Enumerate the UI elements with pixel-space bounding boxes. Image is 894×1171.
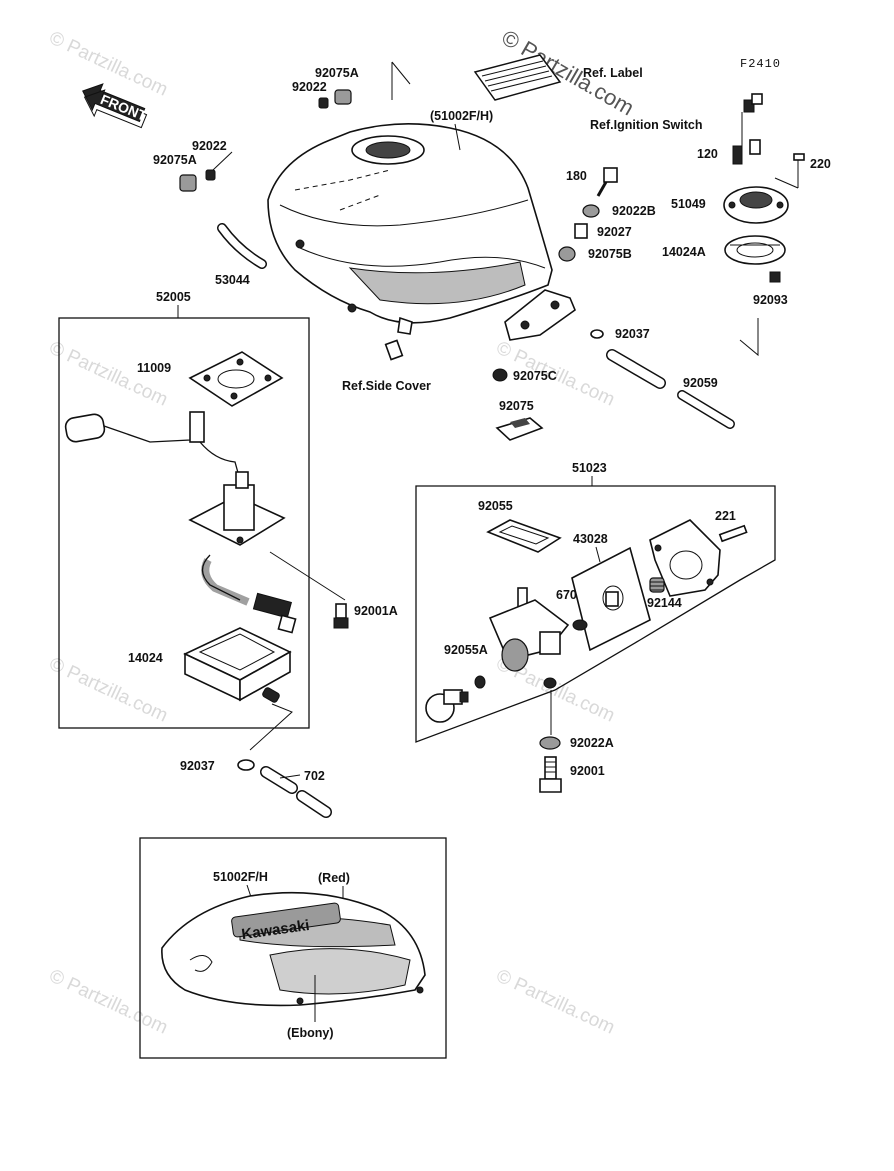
label-702: 702 xyxy=(304,769,325,783)
label-ref-ignition-switch: Ref.Ignition Switch xyxy=(590,118,703,132)
watermark: © Partzilla.com xyxy=(493,965,618,1038)
screw xyxy=(718,524,748,543)
label-92037-top: 92037 xyxy=(615,327,650,341)
label-92075B: 92075B xyxy=(588,247,632,261)
ref-label-text: Ref. Label xyxy=(583,66,643,80)
label-92144: 92144 xyxy=(647,596,682,610)
fuel-cock-lever xyxy=(425,689,469,723)
box-51023 xyxy=(415,485,776,743)
cover-plate xyxy=(649,519,721,597)
o-ring xyxy=(474,675,486,689)
screw xyxy=(769,271,781,283)
watermark: © Partzilla.com xyxy=(46,27,171,100)
fuel-pump-unit xyxy=(188,471,297,634)
fuel-cock-body xyxy=(488,587,570,689)
label-14024A: 14024A xyxy=(662,245,706,259)
collar xyxy=(318,97,329,109)
cap-base-ring xyxy=(724,235,786,265)
damper xyxy=(492,368,508,382)
tank-rear-bracket xyxy=(504,289,576,341)
label-51049: 51049 xyxy=(671,197,706,211)
bolt xyxy=(749,139,761,155)
label-92001A: 92001A xyxy=(354,604,398,618)
label-51002FH: (51002F/H) xyxy=(430,109,493,123)
gasket-11009 xyxy=(188,351,284,407)
damper-rubber xyxy=(179,174,197,192)
label-92055: 92055 xyxy=(478,499,513,513)
fuel-level-sender xyxy=(64,411,241,481)
hose-nipple xyxy=(262,687,280,703)
washer xyxy=(582,204,600,218)
fuel-tank xyxy=(267,123,553,335)
damper-rubber xyxy=(334,89,352,105)
label-53044: 53044 xyxy=(215,273,250,287)
label-11009: 11009 xyxy=(137,361,171,375)
diaphragm-43028 xyxy=(571,546,651,652)
bolt-head xyxy=(603,167,618,183)
hose-clamp xyxy=(590,329,604,339)
label-220: 220 xyxy=(810,157,831,171)
label-92022-left: 92022 xyxy=(192,139,227,153)
label-14024: 14024 xyxy=(128,651,163,665)
side-cover-grommet xyxy=(384,339,404,361)
box-52005 xyxy=(58,317,310,729)
label-52005: 52005 xyxy=(156,290,191,304)
figure-code: F2410 xyxy=(740,57,781,71)
label-92022-top: 92022 xyxy=(292,80,327,94)
label-92055A: 92055A xyxy=(444,643,488,657)
fuel-tank-inset: Kawasaki xyxy=(161,891,426,1007)
watermark: © Partzilla.com xyxy=(46,965,171,1038)
label-51002FH-inset: 51002F/H xyxy=(213,870,268,884)
label-92001: 92001 xyxy=(570,764,605,778)
label-ref-side-cover: Ref.Side Cover xyxy=(342,379,431,393)
bolt xyxy=(335,603,347,619)
label-92093: 92093 xyxy=(753,293,788,307)
inset-box xyxy=(139,837,447,1059)
damper xyxy=(558,246,576,262)
front-label: FRONT xyxy=(98,91,149,124)
label-92075: 92075 xyxy=(499,399,534,413)
rubber-pad xyxy=(495,417,544,441)
spring-92144 xyxy=(649,577,665,593)
bolt xyxy=(732,145,743,165)
washer xyxy=(539,736,561,750)
ref-label-icon xyxy=(473,54,562,101)
hose-clamp xyxy=(237,759,255,771)
ignition-key-icon xyxy=(741,93,763,150)
bolt-92001 xyxy=(539,756,562,793)
collar xyxy=(205,169,216,181)
label-ebony: (Ebony) xyxy=(287,1026,334,1040)
label-92075A-left: 92075A xyxy=(153,153,197,167)
o-ring xyxy=(572,619,588,631)
label-92027: 92027 xyxy=(597,225,632,239)
label-92059: 92059 xyxy=(683,376,718,390)
collar xyxy=(574,223,588,239)
label-92022A: 92022A xyxy=(570,736,614,750)
pump-bracket-14024 xyxy=(183,627,292,702)
label-120: 120 xyxy=(697,147,718,161)
label-red: (Red) xyxy=(318,871,350,885)
label-221: 221 xyxy=(715,509,736,523)
label-92037-bottom: 92037 xyxy=(180,759,215,773)
gasket-92055 xyxy=(486,519,562,553)
bolt xyxy=(333,617,349,629)
screw xyxy=(793,153,805,161)
label-180: 180 xyxy=(566,169,587,183)
label-92075C: 92075C xyxy=(513,369,557,383)
label-51023: 51023 xyxy=(572,461,607,475)
tank-cap xyxy=(723,186,789,224)
label-43028: 43028 xyxy=(573,532,608,546)
label-92022B: 92022B xyxy=(612,204,656,218)
label-670: 670 xyxy=(556,588,577,602)
label-92075A-top: 92075A xyxy=(315,66,359,80)
